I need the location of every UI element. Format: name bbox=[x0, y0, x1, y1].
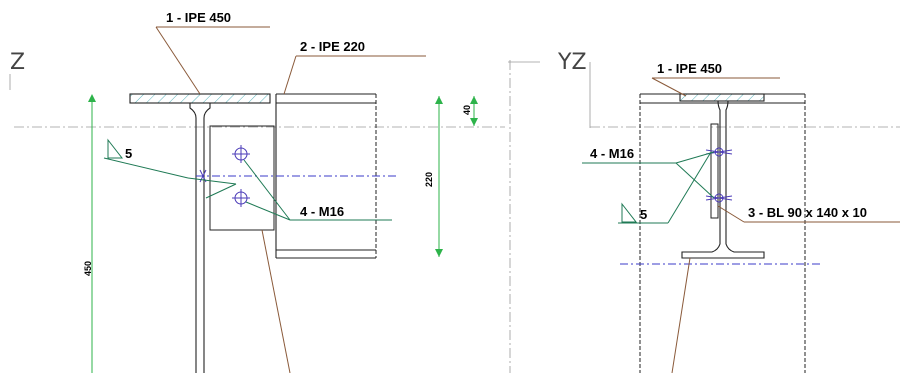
weld-triangle-right bbox=[621, 202, 638, 223]
dim-450: 450 bbox=[83, 261, 93, 276]
view-yz: YZ 1 - IPE 450 bbox=[508, 50, 900, 373]
label-plate: 3 - BL 90 x 140 x 10 bbox=[748, 205, 867, 220]
leader-beam1-left-diag bbox=[155, 26, 201, 95]
beam1-section-right bbox=[681, 100, 765, 259]
view-label-yz: YZ bbox=[557, 50, 587, 75]
leader-bolts-left-b bbox=[245, 201, 291, 221]
dim-arrow-220-bot bbox=[435, 249, 443, 257]
dim-arrow-40-bot bbox=[470, 118, 478, 126]
dim-220: 220 bbox=[424, 172, 434, 187]
label-weld-left: 5 bbox=[125, 146, 132, 161]
leader-bolts-right-a bbox=[675, 151, 715, 164]
leader-weld-left-b bbox=[205, 183, 237, 199]
weld-triangle-left bbox=[107, 138, 124, 159]
leader-plate-right-diag bbox=[717, 205, 745, 223]
bolt-symbol bbox=[705, 193, 733, 203]
view-z: Z bbox=[9, 10, 511, 373]
view-label-z: Z bbox=[10, 50, 25, 75]
label-beam1-right: 1 - IPE 450 bbox=[657, 61, 722, 76]
plate-outline-left bbox=[209, 125, 275, 231]
leader-weld-left bbox=[103, 157, 189, 179]
leader-beam1-right-diag bbox=[651, 77, 687, 97]
leader-beam2-diag bbox=[283, 55, 297, 95]
dim-arrow-40-top bbox=[470, 96, 478, 104]
label-bolts-right: 4 - M16 bbox=[590, 146, 634, 161]
leader-weld-right-a bbox=[667, 151, 712, 224]
dim-arrow-220-top bbox=[435, 96, 443, 104]
bolt-symbol bbox=[232, 189, 250, 207]
leader-bottom-right bbox=[671, 257, 691, 373]
dim-40: 40 bbox=[462, 105, 472, 115]
label-weld-right: 5 bbox=[640, 207, 647, 222]
leader-weld-left-a bbox=[187, 177, 237, 185]
beam1-flange-section bbox=[129, 93, 271, 104]
beam1-web-left bbox=[189, 103, 197, 373]
bolt-symbol bbox=[705, 147, 733, 157]
dim-arrow-450 bbox=[88, 94, 96, 102]
leader-plate-left bbox=[261, 229, 291, 373]
label-beam1-left: 1 - IPE 450 bbox=[166, 10, 231, 25]
plate-right bbox=[710, 123, 719, 219]
label-beam2: 2 - IPE 220 bbox=[300, 39, 365, 54]
beam1-web-right bbox=[203, 103, 211, 373]
beam1-flange-section-right bbox=[679, 93, 765, 102]
leader-bolts-right-b bbox=[675, 162, 715, 199]
bolt-symbol bbox=[232, 145, 250, 163]
label-bolts-left: 4 - M16 bbox=[300, 204, 344, 219]
leader-bolts-left-a bbox=[243, 159, 291, 221]
